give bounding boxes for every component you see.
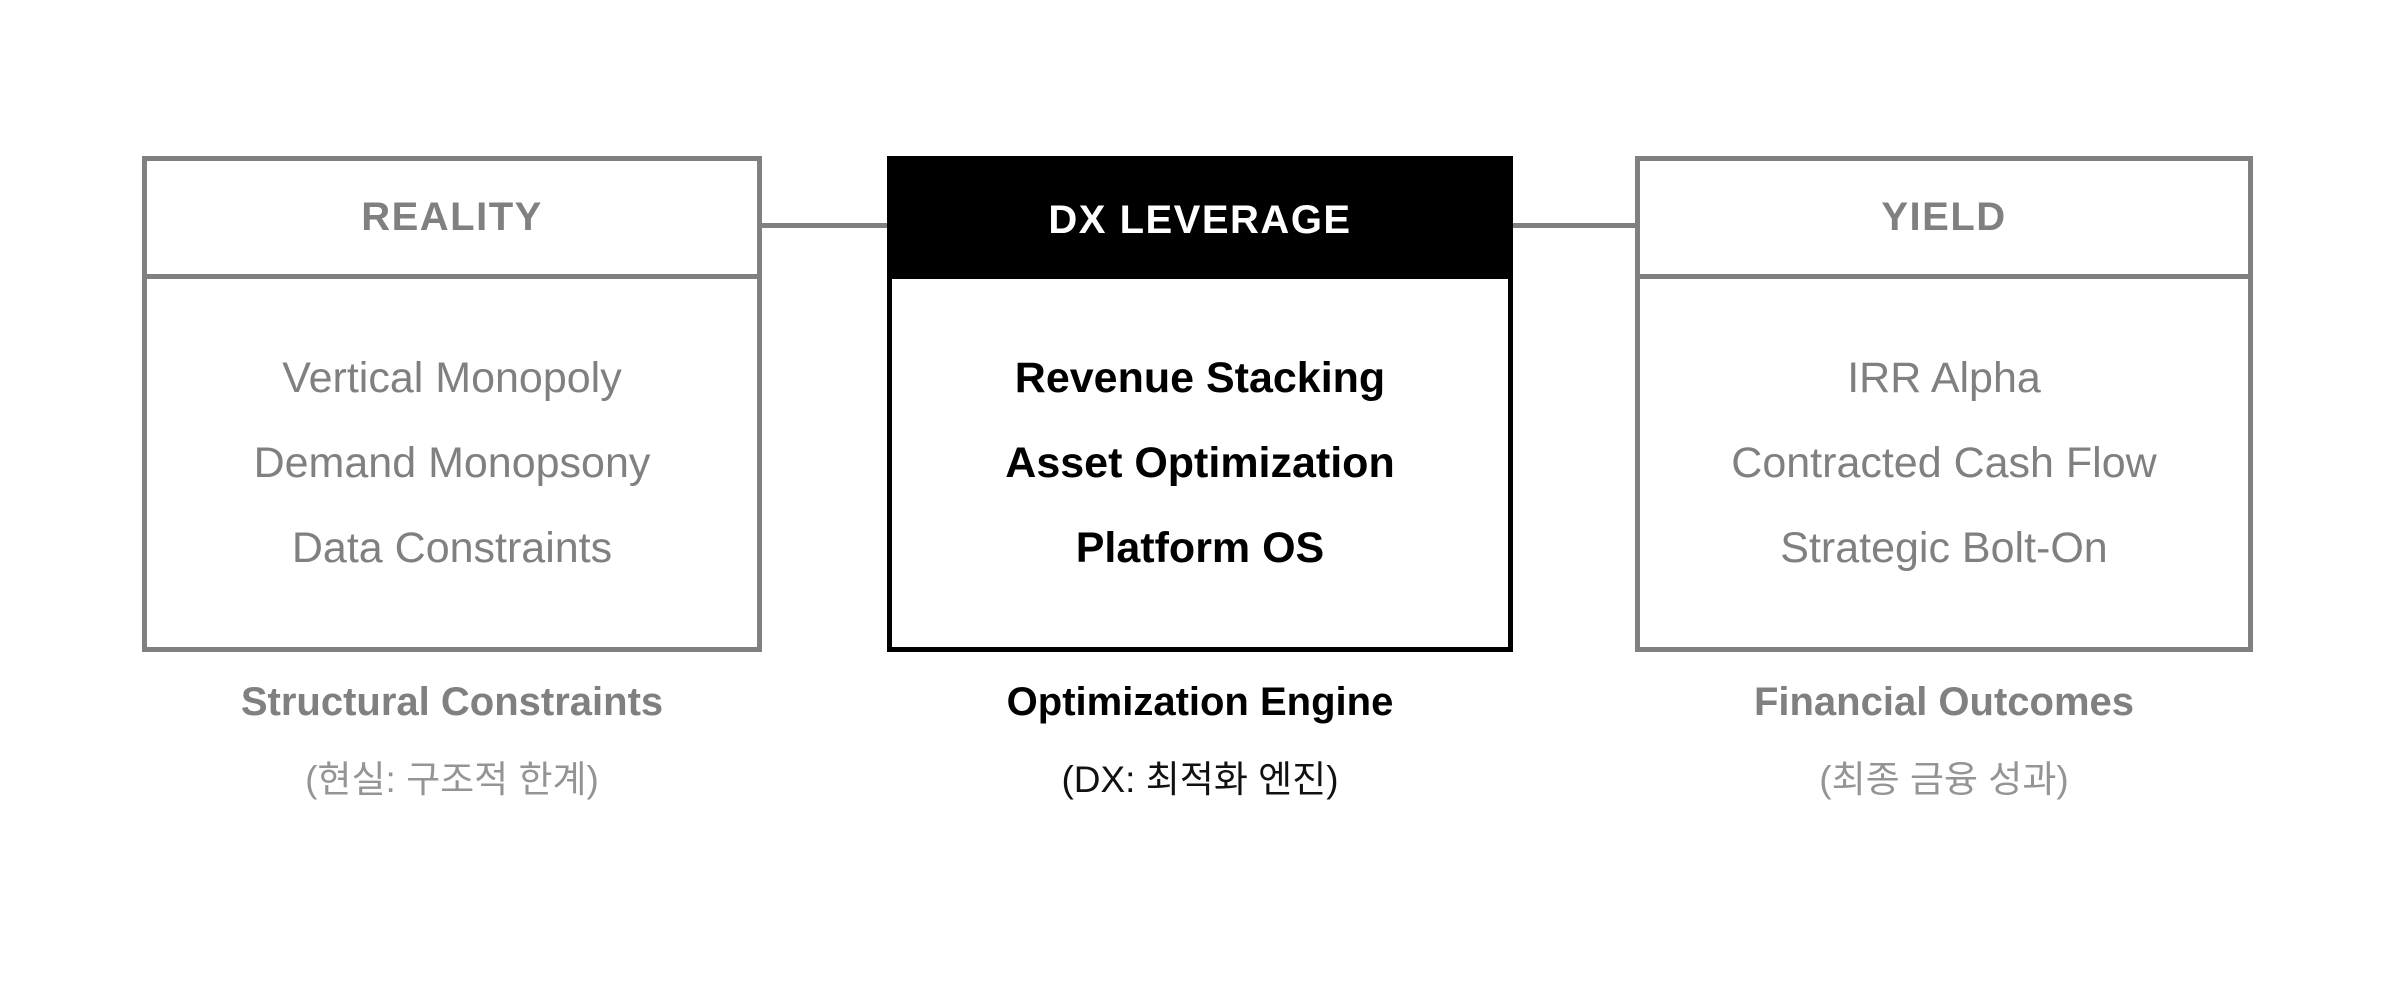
caption-yield: Financial Outcomes (최종 금융 성과) bbox=[1635, 680, 2253, 801]
box-body-dx-leverage: Revenue Stacking Asset Optimization Plat… bbox=[892, 279, 1508, 647]
column-dx-leverage: DX LEVERAGE Revenue Stacking Asset Optim… bbox=[887, 156, 1513, 801]
list-item: IRR Alpha bbox=[1847, 353, 2041, 402]
connector-reality-to-dx-leverage bbox=[760, 223, 889, 228]
list-item: Vertical Monopoly bbox=[282, 353, 622, 402]
connector-dx-leverage-to-yield bbox=[1511, 223, 1637, 228]
caption-subtitle: (DX: 최적화 엔진) bbox=[1061, 759, 1339, 800]
list-item: Demand Monopsony bbox=[253, 438, 651, 487]
caption-subtitle: (최종 금융 성과) bbox=[1819, 759, 2069, 800]
caption-title: Structural Constraints bbox=[240, 680, 664, 724]
caption-title: Financial Outcomes bbox=[1753, 680, 2135, 724]
list-item: Data Constraints bbox=[291, 523, 613, 572]
box-dx-leverage: DX LEVERAGE Revenue Stacking Asset Optim… bbox=[887, 156, 1513, 652]
box-header-dx-leverage: DX LEVERAGE bbox=[892, 161, 1508, 279]
list-item: Asset Optimization bbox=[1005, 438, 1395, 487]
caption-dx-leverage: Optimization Engine (DX: 최적화 엔진) bbox=[887, 680, 1513, 801]
list-item: Strategic Bolt-On bbox=[1780, 523, 2108, 572]
box-reality: REALITY Vertical Monopoly Demand Monopso… bbox=[142, 156, 762, 652]
list-item: Revenue Stacking bbox=[1014, 353, 1386, 402]
list-item: Contracted Cash Flow bbox=[1731, 438, 2157, 487]
caption-reality: Structural Constraints (현실: 구조적 한계) bbox=[142, 680, 762, 801]
column-yield: YIELD IRR Alpha Contracted Cash Flow Str… bbox=[1635, 156, 2253, 801]
column-reality: REALITY Vertical Monopoly Demand Monopso… bbox=[142, 156, 762, 801]
box-body-yield: IRR Alpha Contracted Cash Flow Strategic… bbox=[1640, 279, 2248, 647]
box-header-reality: REALITY bbox=[147, 161, 757, 279]
box-body-reality: Vertical Monopoly Demand Monopsony Data … bbox=[147, 279, 757, 647]
list-item: Platform OS bbox=[1075, 523, 1325, 572]
box-header-yield: YIELD bbox=[1640, 161, 2248, 279]
box-yield: YIELD IRR Alpha Contracted Cash Flow Str… bbox=[1635, 156, 2253, 652]
caption-subtitle: (현실: 구조적 한계) bbox=[305, 759, 599, 800]
caption-title: Optimization Engine bbox=[1006, 680, 1394, 724]
